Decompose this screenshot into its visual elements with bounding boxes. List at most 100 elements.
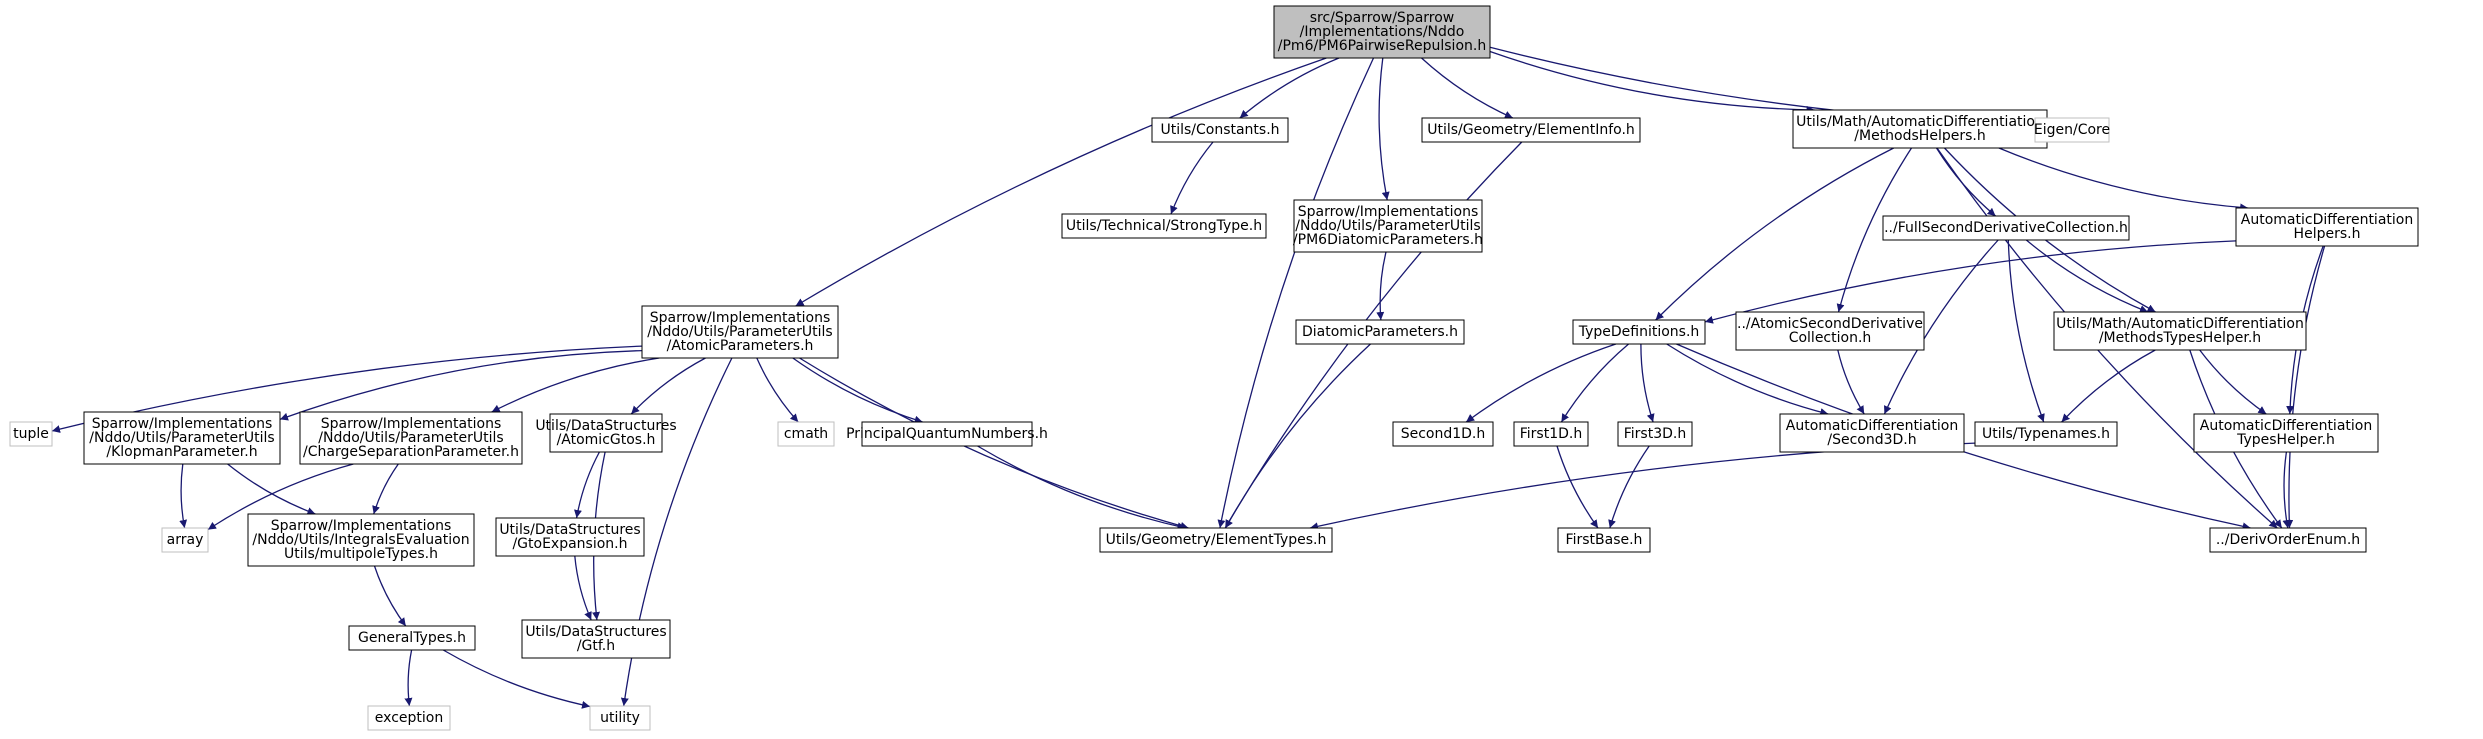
node-box-cmath	[777, 421, 835, 447]
edge-diatomic-to-elementtypes	[1224, 343, 1371, 529]
node-label-atomic_params-line-1: /Nddo/Utils/ParameterUtils	[647, 324, 832, 340]
node-tuple: tuple	[9, 421, 53, 447]
node-label-atomic_params-line-0: Sparrow/Implementations	[650, 310, 831, 326]
edge-fullsecond-to-methodstypes	[2025, 239, 2149, 313]
node-typenames[interactable]: Utils/Typenames.h	[1974, 421, 2118, 447]
node-box-firstbase	[1557, 527, 1651, 553]
edge-klopman-to-array	[179, 463, 188, 529]
node-box-methodshelpers	[1792, 109, 2048, 149]
node-pm6diatomic[interactable]: Sparrow/Implementations/Nddo/Utils/Param…	[1293, 199, 1483, 253]
node-label-atomic_params-line-2: /AtomicParameters.h	[667, 338, 814, 354]
node-label-gtf-line-1: /Gtf.h	[577, 638, 615, 654]
node-box-diatomic	[1295, 319, 1465, 345]
edge-typedefs-to-first3d	[1640, 343, 1655, 423]
edge-adhelpers-to-typedefs	[1704, 240, 2237, 324]
node-gtoexp[interactable]: Utils/DataStructures/GtoExpansion.h	[495, 517, 645, 557]
node-label-generaltypes-line-0: GeneralTypes.h	[358, 630, 466, 646]
node-label-array-line-0: array	[167, 532, 204, 548]
edge-typedefs-to-second1d	[1465, 343, 1617, 423]
node-chargesep[interactable]: Sparrow/Implementations/Nddo/Utils/Param…	[299, 411, 523, 465]
node-box-typeshelper	[2193, 413, 2379, 453]
node-box-root	[1273, 5, 1491, 59]
node-diatomic[interactable]: DiatomicParameters.h	[1295, 319, 1465, 345]
node-box-derivorder	[2209, 527, 2367, 553]
node-label-constants-line-0: Utils/Constants.h	[1160, 122, 1279, 138]
node-strongtype[interactable]: Utils/Technical/StrongType.h	[1061, 213, 1267, 239]
node-box-klopman	[83, 411, 281, 465]
node-label-methodstypes-line-1: /MethodsTypesHelper.h	[2099, 330, 2261, 346]
node-second3d[interactable]: AutomaticDifferentiation/Second3D.h	[1779, 413, 1965, 453]
node-label-adhelpers-line-1: Helpers.h	[2294, 226, 2361, 242]
edge-atomic_params-to-atomicgtos	[630, 357, 706, 415]
node-box-atomicgtos	[549, 413, 663, 453]
node-box-strongtype	[1061, 213, 1267, 239]
edge-root-to-elementinfo	[1421, 57, 1514, 119]
node-first1d[interactable]: First1D.h	[1513, 421, 1589, 447]
node-label-first3d-line-0: First3D.h	[1624, 426, 1686, 442]
node-label-typeshelper-line-0: AutomaticDifferentiation	[2200, 418, 2372, 434]
node-methodstypes[interactable]: Utils/Math/AutomaticDifferentiation/Meth…	[2053, 311, 2307, 351]
node-label-first1d-line-0: First1D.h	[1520, 426, 1582, 442]
node-label-elementtypes-line-0: Utils/Geometry/ElementTypes.h	[1106, 532, 1327, 548]
node-fullsecond[interactable]: ../FullSecondDerivativeCollection.h	[1882, 215, 2130, 241]
node-label-multipole-line-2: Utils/multipoleTypes.h	[284, 546, 438, 562]
node-box-first1d	[1513, 421, 1589, 447]
node-first3d[interactable]: First3D.h	[1617, 421, 1693, 447]
node-gtf[interactable]: Utils/DataStructures/Gtf.h	[521, 619, 671, 659]
edge-methodshelpers-to-atomicsecond	[1836, 147, 1913, 313]
node-label-strongtype-line-0: Utils/Technical/StrongType.h	[1066, 218, 1262, 234]
node-second1d[interactable]: Second1D.h	[1392, 421, 1494, 447]
edge-chargesep-to-multipole	[372, 463, 399, 515]
node-firstbase[interactable]: FirstBase.h	[1557, 527, 1651, 553]
node-array: array	[161, 527, 209, 553]
node-elementtypes[interactable]: Utils/Geometry/ElementTypes.h	[1099, 527, 1333, 553]
edge-klopman-to-multipole	[227, 463, 316, 515]
node-methodshelpers[interactable]: Utils/Math/AutomaticDifferentiation/Meth…	[1792, 109, 2048, 149]
node-label-pm6diatomic-line-1: /Nddo/Utils/ParameterUtils	[1295, 218, 1480, 234]
node-generaltypes[interactable]: GeneralTypes.h	[348, 625, 476, 651]
node-box-eigen	[2034, 117, 2110, 143]
edge-atomic_params-to-elementtypes	[799, 357, 1189, 530]
node-pqn[interactable]: PrincipalQuantumNumbers.h	[846, 421, 1048, 447]
edge-chargesep-to-array	[207, 463, 354, 531]
node-root[interactable]: src/Sparrow/Sparrow/Implementations/Nddo…	[1273, 5, 1491, 59]
node-label-atomicgtos-line-1: /AtomicGtos.h	[557, 432, 656, 448]
node-typedefs[interactable]: TypeDefinitions.h	[1572, 319, 1706, 345]
node-multipole[interactable]: Sparrow/Implementations/Nddo/Utils/Integ…	[247, 513, 475, 567]
node-eigen: Eigen/Core	[2034, 117, 2110, 143]
node-klopman[interactable]: Sparrow/Implementations/Nddo/Utils/Param…	[83, 411, 281, 465]
edge-methodstypes-to-typenames	[2061, 349, 2156, 423]
node-box-gtf	[521, 619, 671, 659]
node-derivorder[interactable]: ../DerivOrderEnum.h	[2209, 527, 2367, 553]
node-label-chargesep-line-1: /Nddo/Utils/ParameterUtils	[318, 430, 503, 446]
node-label-utility-line-0: utility	[600, 710, 640, 726]
node-label-root-line-2: /Pm6/PM6PairwiseRepulsion.h	[1278, 38, 1486, 54]
node-atomic_params[interactable]: Sparrow/Implementations/Nddo/Utils/Param…	[641, 305, 839, 359]
edge-pqn-to-elementtypes	[977, 445, 1186, 531]
edge-fullsecond-to-second3d	[1883, 239, 1999, 415]
node-box-array	[161, 527, 209, 553]
edge-methodshelpers-to-adhelpers	[1998, 147, 2249, 212]
node-atomicgtos[interactable]: Utils/DataStructures/AtomicGtos.h	[535, 413, 677, 453]
edge-methodshelpers-to-typedefs	[1655, 147, 1894, 321]
node-box-adhelpers	[2235, 207, 2419, 247]
node-label-multipole-line-1: /Nddo/Utils/IntegralsEvaluation	[252, 532, 469, 548]
node-label-pqn-line-0: PrincipalQuantumNumbers.h	[846, 426, 1048, 442]
node-constants[interactable]: Utils/Constants.h	[1151, 117, 1289, 143]
node-utility: utility	[589, 705, 651, 731]
node-label-fullsecond-line-0: ../FullSecondDerivativeCollection.h	[1884, 220, 2128, 236]
edge-typedefs-to-first1d	[1560, 343, 1630, 423]
node-label-second3d-line-0: AutomaticDifferentiation	[1786, 418, 1958, 434]
node-label-derivorder-line-0: ../DerivOrderEnum.h	[2216, 532, 2360, 548]
node-label-atomicsecond-line-1: Collection.h	[1789, 330, 1872, 346]
node-elementinfo[interactable]: Utils/Geometry/ElementInfo.h	[1421, 117, 1641, 143]
edge-constants-to-strongtype	[1170, 141, 1214, 215]
edge-methodshelpers-to-fullsecond	[1935, 147, 1997, 217]
node-box-utility	[589, 705, 651, 731]
node-box-second3d	[1779, 413, 1965, 453]
node-box-constants	[1151, 117, 1289, 143]
